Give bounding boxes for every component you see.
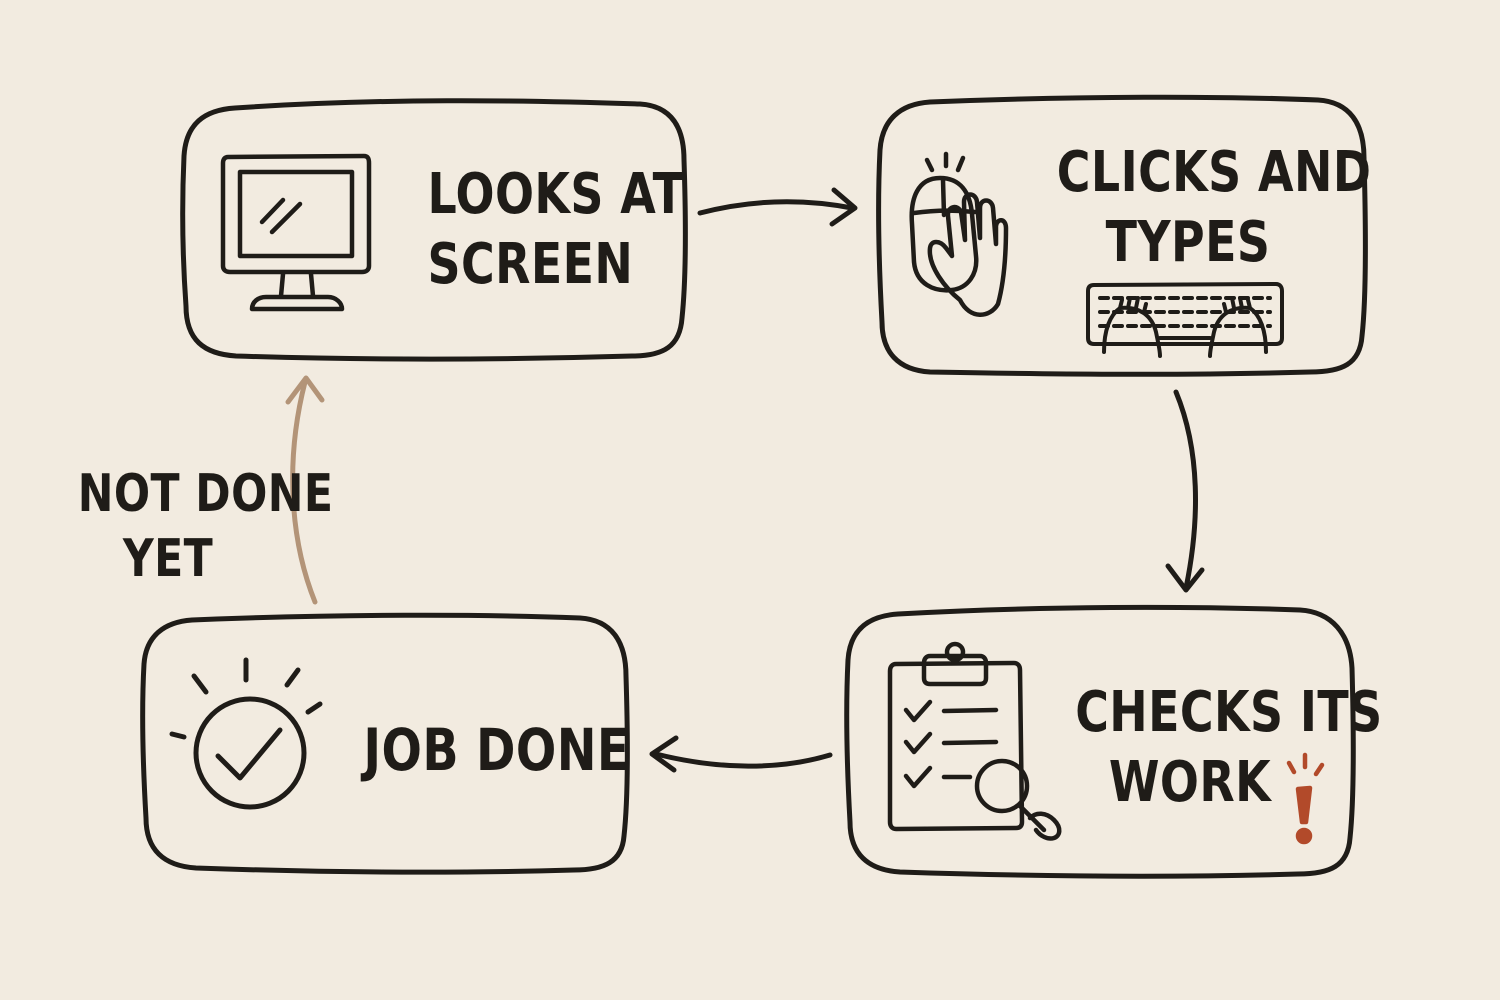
monitor-icon [220,153,372,312]
clipboard-checklist-icon [887,641,1062,841]
node-label-done: JOB DONE [363,714,630,787]
node-box-checks [844,604,1356,879]
node-box-looks [180,98,688,362]
node-label-clicks: CLICKS AND TYPES [1056,138,1372,278]
node-box-clicks [876,94,1368,377]
edge-label-line: YET [122,529,214,589]
node-box-done [140,612,630,875]
edge-label-not-done-yet: NOT DONE YET [77,462,334,592]
node-label-line: CHECKS ITS [1075,680,1383,745]
edge-looks-to-clicks [697,187,858,227]
node-label-line: SCREEN [427,232,634,297]
node-label-line: CLICKS AND [1056,140,1372,205]
node-label-line: JOB DONE [363,716,630,784]
node-label-line: LOOKS AT [427,162,685,227]
edge-label-line: NOT DONE [77,464,334,524]
checkmark-circle-icon [169,657,323,810]
node-label-line: TYPES [1105,210,1271,275]
node-label-checks: CHECKS ITS WORK [1075,678,1383,818]
edge-done-to-looks [285,375,325,605]
node-label-line: WORK [1108,750,1272,815]
node-label-looks: LOOKS AT SCREEN [427,160,685,300]
edge-checks-to-done [649,735,833,773]
alert-icon [1286,752,1325,845]
keyboard-icon [1086,282,1284,358]
edge-clicks-to-checks [1165,389,1205,593]
mouse-hand-icon [909,151,1009,317]
